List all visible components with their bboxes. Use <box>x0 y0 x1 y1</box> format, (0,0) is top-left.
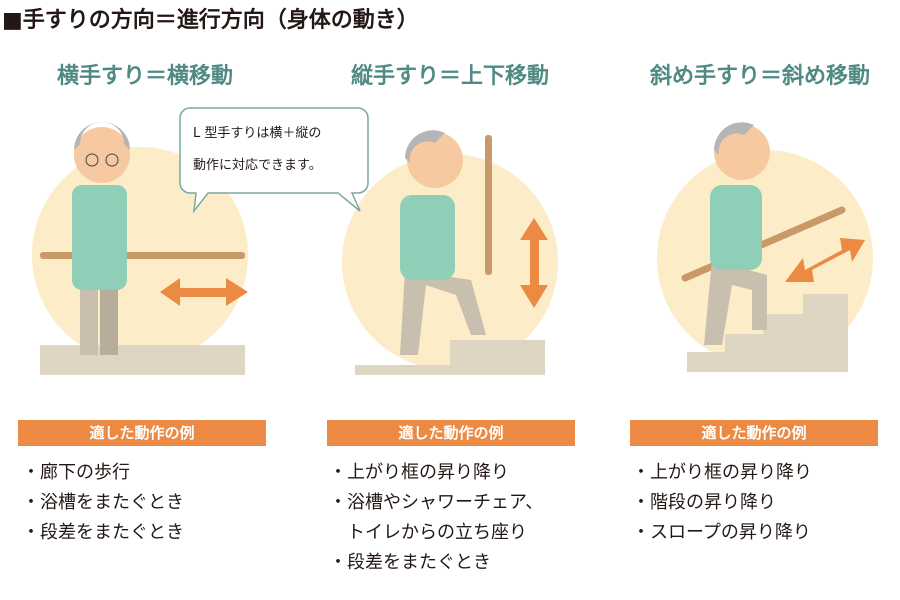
list-item: ・階段の昇り降り <box>632 492 776 513</box>
list-item: ・段差をまたぐとき <box>329 552 491 573</box>
heading-diagonal: 斜め手すり＝斜め移動 <box>649 64 870 89</box>
floor <box>40 345 245 375</box>
horizontal-arrow-icon <box>160 278 248 306</box>
list-item: ・廊下の歩行 <box>22 462 130 483</box>
elderly-person-climbing <box>400 130 486 355</box>
step <box>450 340 545 370</box>
list-item: ・段差をまたぐとき <box>22 522 184 543</box>
diagonal-handrail <box>681 206 846 282</box>
illustrations <box>32 107 873 375</box>
list-item: ・スロープの昇り降り <box>632 522 811 543</box>
page-title: ■手すりの方向＝進行方向（身体の動き） <box>2 8 419 33</box>
speech-bubble-text: L 型手すりは横＋縦の 動作に対応できます。 <box>193 118 363 182</box>
heading-horizontal: 横手すり＝横移動 <box>56 64 233 89</box>
list-item-continued: トイレからの立ち座り <box>347 522 527 543</box>
examples-list-vertical: ・上がり框の昇り降り ・浴槽やシャワーチェア、 トイレからの立ち座り ・段差をま… <box>327 458 543 578</box>
list-item: ・上がり框の昇り降り <box>632 462 812 483</box>
examples-list-diagonal: ・上がり框の昇り降り ・階段の昇り降り ・スロープの昇り降り <box>630 458 812 548</box>
stairs <box>687 294 848 372</box>
list-item: ・浴槽やシャワーチェア、 <box>329 492 544 513</box>
elderly-person-stairs <box>704 122 770 345</box>
examples-label: 適した動作の例 <box>630 420 878 446</box>
bubble-line: 動作に対応できます。 <box>193 158 322 173</box>
vertical-arrow-icon <box>520 218 548 308</box>
list-item: ・浴槽をまたぐとき <box>22 492 184 513</box>
elderly-person-walking <box>72 122 130 355</box>
horizontal-handrail <box>40 252 245 259</box>
examples-label: 適した動作の例 <box>327 420 575 446</box>
bubble-line: L 型手すりは横＋縦の <box>193 126 322 141</box>
speech-bubble <box>179 107 369 214</box>
vertical-handrail <box>485 135 492 275</box>
list-item: ・上がり框の昇り降り <box>329 462 509 483</box>
heading-vertical: 縦手すり＝上下移動 <box>350 64 549 89</box>
diagonal-arrow-icon <box>785 238 865 282</box>
examples-list-horizontal: ・廊下の歩行 ・浴槽をまたぐとき ・段差をまたぐとき <box>20 458 184 548</box>
examples-label: 適した動作の例 <box>18 420 266 446</box>
